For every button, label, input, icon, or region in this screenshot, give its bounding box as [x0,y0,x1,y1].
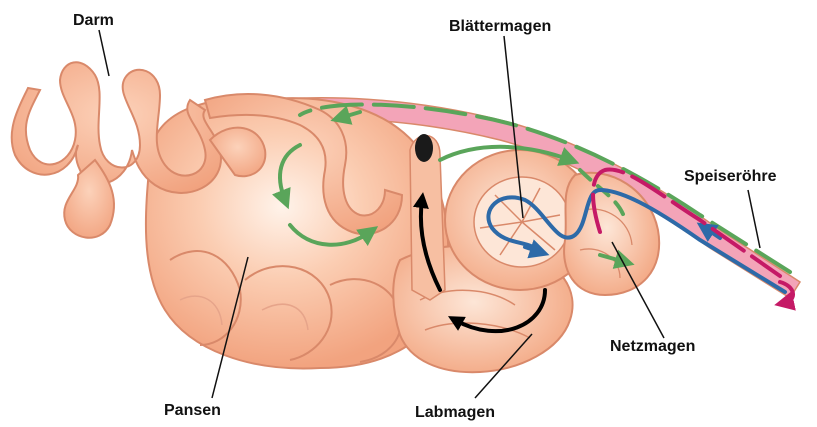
label-blaettermagen: Blättermagen [449,18,551,36]
bolus [415,134,433,162]
label-speiseroehre: Speiseröhre [684,168,776,186]
label-labmagen: Labmagen [415,404,495,422]
label-darm: Darm [73,12,114,30]
label-netzmagen: Netzmagen [610,338,695,356]
label-pansen: Pansen [164,402,221,420]
